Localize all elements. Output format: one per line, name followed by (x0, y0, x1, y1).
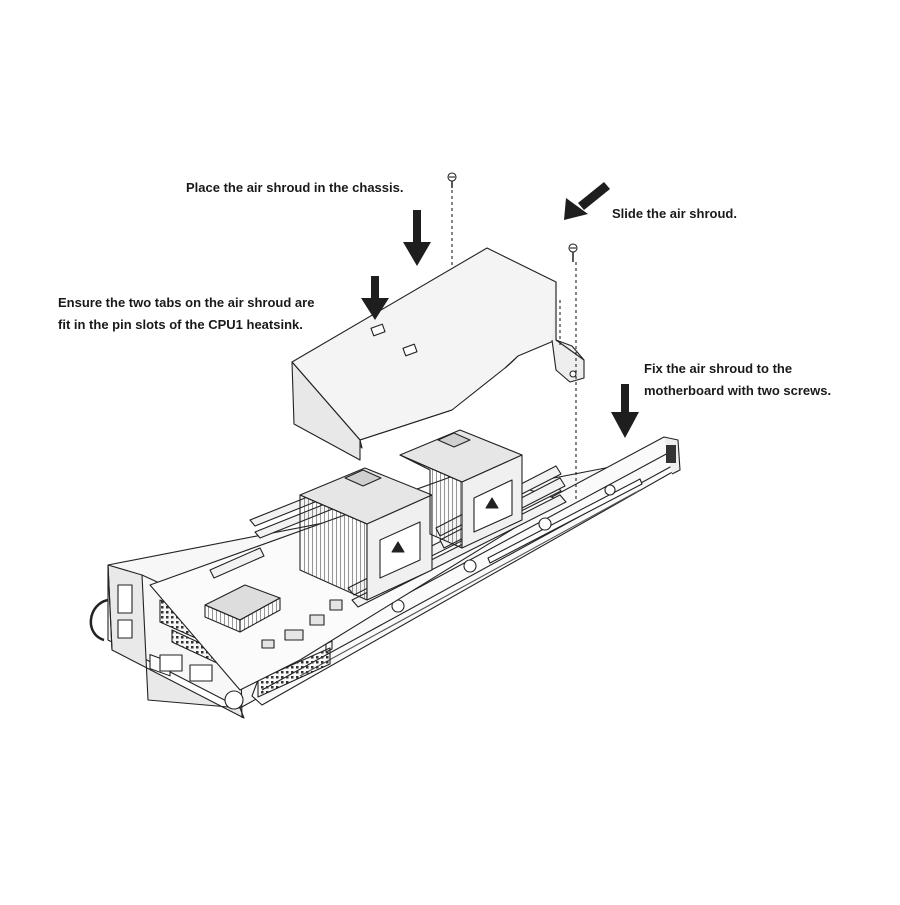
callout-text: Ensure the two tabs on the air shroud ar… (58, 295, 315, 310)
down-arrow-icon (611, 384, 639, 438)
callout-place-shroud: Place the air shroud in the chassis. (186, 177, 403, 199)
rail-holes (325, 484, 616, 653)
cpu1-heatsink (299, 467, 433, 601)
front-handle (89, 598, 109, 642)
down-arrow-icon (403, 210, 431, 266)
callout-fix-screws: Fix the air shroud to the motherboard wi… (644, 358, 831, 402)
rail-slot (487, 478, 643, 564)
callout-slide-shroud: Slide the air shroud. (612, 203, 737, 225)
callout-text: motherboard with two screws. (644, 383, 832, 398)
cpu2-heatsink (399, 429, 523, 549)
chipset-heatsink (204, 584, 281, 633)
air-shroud (291, 247, 585, 461)
down-arrow-icon (361, 276, 389, 320)
callout-text: Slide the air shroud. (612, 206, 737, 221)
diagonal-arrow-icon (564, 182, 610, 220)
screw-icon (568, 243, 578, 500)
callout-ensure-tabs: Ensure the two tabs on the air shroud ar… (58, 292, 314, 336)
callout-text: Place the air shroud in the chassis. (186, 180, 404, 195)
callout-text: fit in the pin slots of the CPU1 heatsin… (58, 317, 303, 332)
screw-icon (447, 172, 457, 266)
callout-text: Fix the air shroud to the (644, 361, 793, 376)
